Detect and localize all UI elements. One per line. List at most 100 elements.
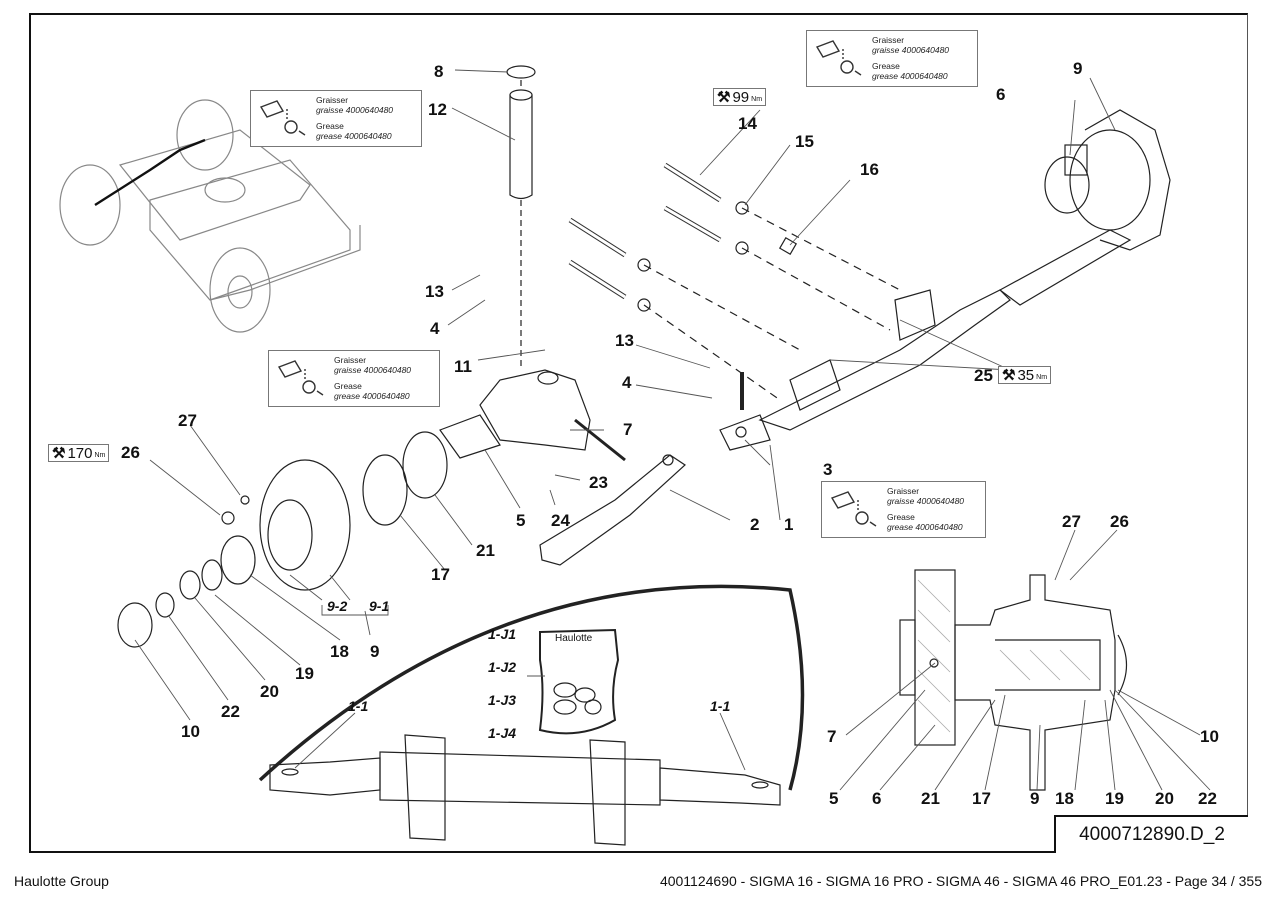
section-callout-9: 9 <box>1030 789 1040 808</box>
wrench-screwdriver-icon: ⚒ <box>1002 366 1016 384</box>
section-callout-21: 21 <box>921 789 940 808</box>
seal-21 <box>402 431 448 499</box>
cap-10 <box>117 602 153 648</box>
subcallout-9-1: 9-1 <box>369 598 390 614</box>
grease-en-detail: grease 4000640480 <box>872 71 948 81</box>
torque-value: 99 <box>732 88 750 106</box>
grease-note-box: Graisser graisse 4000640480 Grease greas… <box>806 30 978 87</box>
callout-6: 6 <box>996 85 1006 104</box>
section-callout-10: 10 <box>1200 727 1219 746</box>
callout-25: 25 <box>974 366 993 385</box>
torque-spec-badge: ⚒ 170 Nm <box>48 444 110 462</box>
section-callout-19: 19 <box>1105 789 1124 808</box>
grease-fr-detail: graisse 4000640480 <box>334 365 412 375</box>
callout-13: 13 <box>615 331 634 350</box>
callout-3: 3 <box>823 460 833 479</box>
grease-en-detail: grease 4000640480 <box>316 131 392 141</box>
grease-fr-title: Graisser <box>872 35 905 45</box>
wheel-hub-9 <box>259 459 351 591</box>
section-callout-17: 17 <box>972 789 991 808</box>
callout-7: 7 <box>623 420 633 439</box>
grease-en-title: Grease <box>334 381 362 391</box>
steering-knuckle-5 <box>479 369 591 451</box>
callout-9: 9 <box>1073 59 1083 78</box>
wrench-screwdriver-icon: ⚒ <box>52 444 66 462</box>
subcallout-9-2: 9-2 <box>327 598 348 614</box>
callout-14: 14 <box>738 114 757 133</box>
grease-fr-detail: graisse 4000640480 <box>316 105 394 115</box>
callout-2: 2 <box>750 515 760 534</box>
grease-en-detail: grease 4000640480 <box>334 391 410 401</box>
footer-publisher: Haulotte Group <box>14 873 109 889</box>
callout-19: 19 <box>295 664 314 683</box>
subcallout-1-1: 1-1 <box>710 698 731 714</box>
drawing-frame <box>29 13 1248 853</box>
section-callout-26: 26 <box>1110 512 1129 531</box>
callout-4: 4 <box>622 373 632 392</box>
grease-fr-title: Graisser <box>316 95 349 105</box>
torque-spec-badge: ⚒ 99 Nm <box>713 88 767 106</box>
subcallout-1-j4: 1-J4 <box>488 725 517 741</box>
callout-16: 16 <box>860 160 879 179</box>
callout-17: 17 <box>431 565 450 584</box>
torque-unit: Nm <box>1036 374 1048 381</box>
grease-en-title: Grease <box>872 61 900 71</box>
callout-18: 18 <box>330 642 349 661</box>
callout-4: 4 <box>430 319 440 338</box>
grease-fr-title: Graisser <box>334 355 367 365</box>
callout-12: 12 <box>428 100 447 119</box>
seal-kit-bag <box>538 628 620 735</box>
callout-5: 5 <box>516 511 526 530</box>
grease-nipple-icon <box>815 40 862 76</box>
callout-22: 22 <box>221 702 240 721</box>
grease-fr-detail: graisse 4000640480 <box>872 45 950 55</box>
grease-note-box: Graisser graisse 4000640480 Grease greas… <box>250 90 422 147</box>
subcallout-1-1: 1-1 <box>348 698 369 714</box>
detail-bubble-outline <box>258 584 805 791</box>
subcallout-1-j2: 1-J2 <box>488 659 517 675</box>
section-callout-6: 6 <box>872 789 882 808</box>
section-callout-27: 27 <box>1062 512 1081 531</box>
nut-22 <box>155 592 175 618</box>
callout-23: 23 <box>589 473 608 492</box>
grease-fr-title: Graisser <box>887 486 920 496</box>
pin-12 <box>509 95 533 200</box>
callout-11: 11 <box>454 357 472 376</box>
torque-value: 35 <box>1017 366 1035 384</box>
callout-10: 10 <box>181 722 200 741</box>
grease-nipple-icon <box>277 360 324 396</box>
grease-note-box: Graisser graisse 4000640480 Grease greas… <box>268 350 440 407</box>
lockwasher-20 <box>179 570 201 600</box>
section-callout-7: 7 <box>827 727 837 746</box>
callout-1: 1 <box>784 515 794 534</box>
steering-arm-right <box>998 229 1132 306</box>
grease-en-title: Grease <box>887 512 915 522</box>
bearing-18 <box>220 535 256 585</box>
callout-27: 27 <box>178 411 197 430</box>
section-callout-20: 20 <box>1155 789 1174 808</box>
callout-8: 8 <box>434 62 444 81</box>
torque-unit: Nm <box>94 452 106 459</box>
section-callout-18: 18 <box>1055 789 1074 808</box>
callout-21: 21 <box>476 541 495 560</box>
callout-15: 15 <box>795 132 814 151</box>
subcallout-1-j3: 1-J3 <box>488 692 517 708</box>
callout-26: 26 <box>121 443 140 462</box>
steering-cylinder-detail <box>269 734 781 846</box>
grease-fr-detail: graisse 4000640480 <box>887 496 965 506</box>
bearing-17 <box>362 454 408 526</box>
grease-nipple-icon <box>259 100 306 136</box>
kit-bag-label: Haulotte <box>555 633 593 644</box>
torque-value: 170 <box>67 444 93 462</box>
wrench-screwdriver-icon: ⚒ <box>717 88 731 106</box>
axle-cylinder <box>758 289 1011 431</box>
torque-spec-badge: ⚒ 35 Nm <box>998 366 1052 384</box>
footer-document-info: 4001124690 - SIGMA 16 - SIGMA 16 PRO - S… <box>659 873 1262 889</box>
machine-overview-illustration <box>59 99 361 333</box>
subcallout-1-j1: 1-J1 <box>488 626 517 642</box>
washer-19 <box>201 559 223 591</box>
grease-en-detail: grease 4000640480 <box>887 522 963 532</box>
tie-rod-2 <box>539 454 686 566</box>
grease-note-box: Graisser graisse 4000640480 Grease greas… <box>821 481 986 538</box>
